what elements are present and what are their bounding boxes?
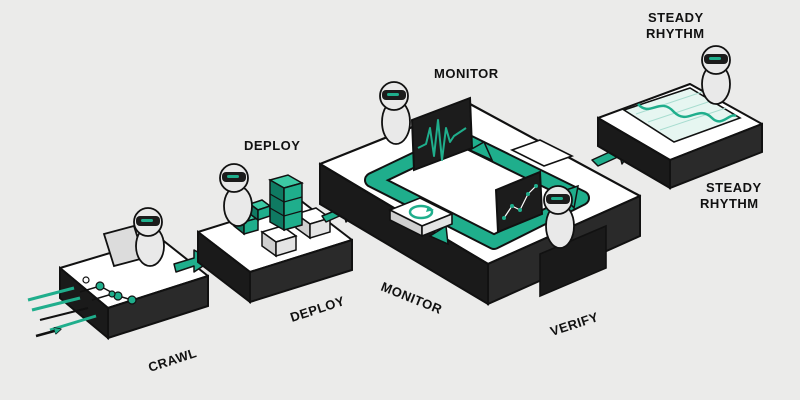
incoming-data-arrows <box>27 286 97 338</box>
monitor-platform <box>318 102 642 306</box>
label-crawl: CRAWL <box>146 345 198 375</box>
verify-robot-icon <box>543 185 575 249</box>
label-verify: VERIFY <box>548 309 600 339</box>
scatter-chart-monitor-icon <box>494 170 544 234</box>
label-monitor-top: MONITOR <box>434 66 499 81</box>
robot-with-laptop-icon <box>102 207 165 268</box>
label-monitor-bottom: MONITOR <box>379 279 445 317</box>
waveform-monitor-icon <box>410 96 474 172</box>
crawl-platform <box>27 237 209 341</box>
label-steady-top-1: STEADY <box>648 10 704 25</box>
label-deploy-bottom: DEPLOY <box>288 293 346 325</box>
deploy-platform <box>197 174 353 305</box>
label-deploy-top: DEPLOY <box>244 138 300 153</box>
refresh-cycle-icon <box>388 197 454 238</box>
steady-rhythm-platform <box>597 83 763 190</box>
label-steady-right-2: RHYTHM <box>700 196 759 211</box>
label-steady-top-2: RHYTHM <box>646 26 705 41</box>
package-boxes <box>260 207 332 258</box>
robot-icon <box>219 163 253 227</box>
circuit-icon <box>79 276 137 305</box>
label-steady-right-1: STEADY <box>706 180 762 195</box>
monitor-robot-icon <box>379 81 411 145</box>
verify-block <box>539 224 607 298</box>
steady-robot-icon <box>701 45 731 105</box>
sensor-pad <box>509 139 575 167</box>
server-stack-icon <box>268 174 304 232</box>
